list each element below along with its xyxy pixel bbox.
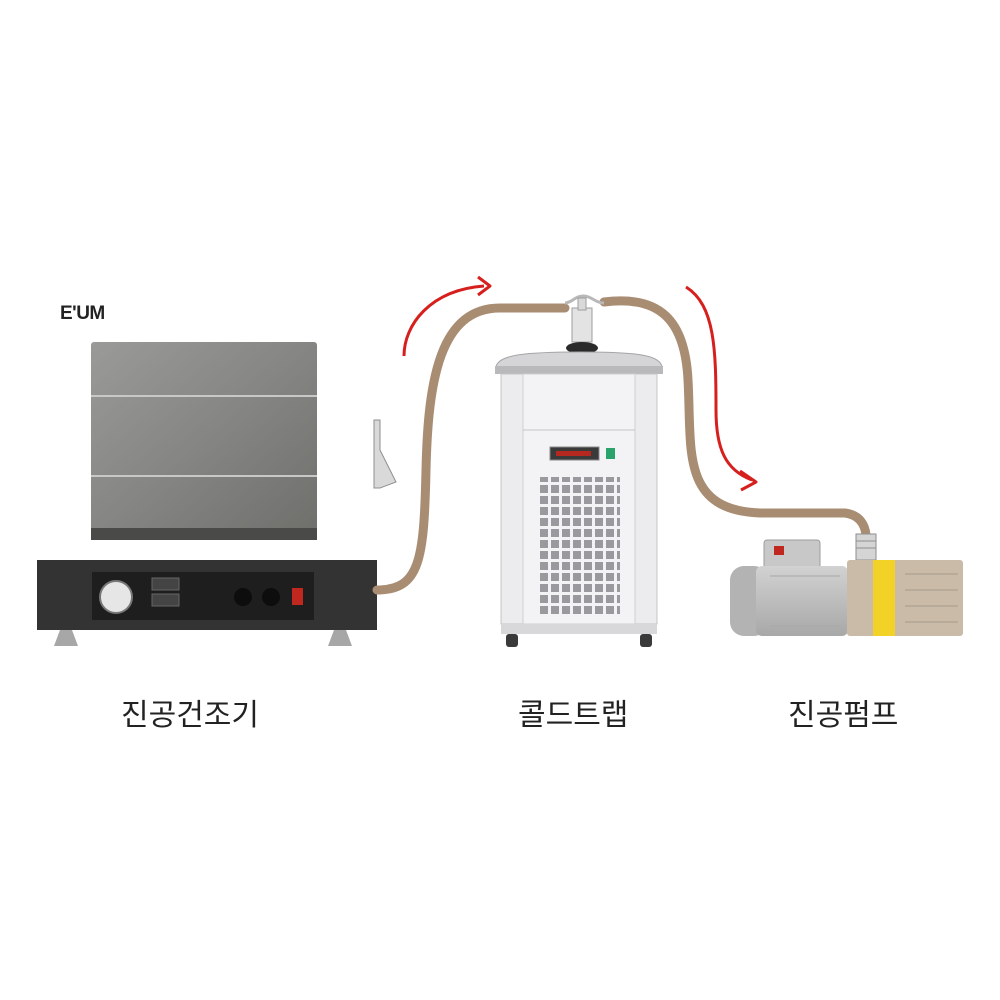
trap-lid-cap bbox=[566, 342, 598, 354]
dryer-chamber bbox=[91, 342, 317, 540]
dryer-foot bbox=[54, 630, 78, 646]
trap-wheel bbox=[506, 634, 518, 647]
trap-inlet-pipe-top bbox=[577, 297, 587, 311]
dryer-dial-knob bbox=[99, 580, 133, 614]
hose-icon bbox=[372, 303, 570, 595]
trap-indicator-light bbox=[606, 448, 615, 459]
pump-housing bbox=[847, 560, 963, 636]
dryer-button bbox=[234, 588, 252, 606]
trap-lid bbox=[495, 351, 663, 369]
pump-motor bbox=[756, 566, 848, 636]
pump-yellow-stripe bbox=[873, 560, 895, 636]
hose-connector bbox=[564, 294, 605, 305]
pump-motor-terminal-box bbox=[763, 539, 821, 569]
pump-motor-switch bbox=[774, 546, 784, 555]
vacuum-pump-label: 진공펌프 bbox=[788, 698, 899, 733]
dryer-display-top bbox=[151, 577, 180, 591]
trap-wheel bbox=[640, 634, 652, 647]
trap-lid-rim bbox=[495, 366, 663, 374]
dryer-display-bottom bbox=[151, 593, 180, 607]
flow-arrow-icon bbox=[402, 275, 492, 357]
dryer-foot bbox=[328, 630, 352, 646]
dryer-button bbox=[262, 588, 280, 606]
vacuum-dryer-label: 진공건조기 bbox=[121, 698, 259, 733]
trap-inlet-pipe bbox=[571, 307, 593, 343]
cold-trap bbox=[495, 297, 663, 647]
trap-display-readout bbox=[556, 451, 591, 456]
trap-vent-grille bbox=[540, 477, 620, 617]
pump-inlet-fitting bbox=[855, 533, 877, 561]
vacuum-pump bbox=[730, 533, 963, 636]
brand-logo: E'UM bbox=[60, 303, 105, 324]
hose-icon bbox=[599, 296, 871, 540]
flow-arrow-icon bbox=[685, 285, 758, 492]
dryer-door-handle bbox=[373, 419, 397, 489]
dryer-power-switch bbox=[292, 588, 303, 605]
trap-base bbox=[501, 624, 657, 634]
cold-trap-label: 콜드트랩 bbox=[518, 698, 629, 733]
dryer-chamber-bottom-strip bbox=[91, 528, 317, 540]
vacuum-dryer bbox=[37, 342, 397, 646]
